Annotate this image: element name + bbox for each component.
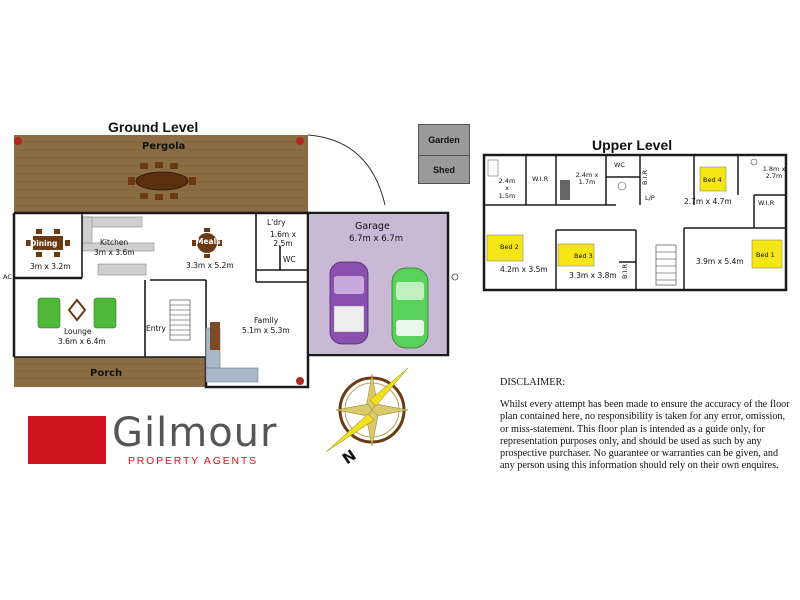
- bed2-label: Bed 2: [500, 243, 519, 251]
- kitchen-size: 3m x 3.6m: [94, 248, 135, 257]
- bath1-size: 2.4m x 1.5m: [498, 177, 516, 200]
- upper-level-title: Upper Level: [592, 137, 673, 153]
- garden-path: [307, 134, 386, 206]
- disclaimer-title: DISCLAIMER:: [500, 377, 566, 388]
- dining-size: 3m x 3.2m: [30, 262, 71, 271]
- disclaimer-body: Whilst every attempt has been made to en…: [500, 399, 790, 472]
- kitchen-label: Kitchen: [100, 238, 129, 247]
- pergola-label: Pergola: [142, 141, 186, 152]
- bath2-size: 2.4m x 1.7m: [575, 171, 599, 187]
- ens-size: 1.8m x 2.7m: [762, 165, 786, 181]
- bed3-bed-icon: [557, 243, 595, 267]
- wir1-label: W.I.R: [532, 175, 549, 183]
- logo-mark: [28, 416, 106, 464]
- plant-icon: [296, 137, 304, 145]
- tv-unit: [210, 322, 220, 350]
- plant-icon: [296, 377, 304, 385]
- wir2-label: W.I.R: [758, 199, 775, 207]
- logo-tagline: PROPERTY AGENTS: [128, 455, 258, 467]
- logo-wordmark: Gilmour: [112, 410, 278, 456]
- bed2-size: 4.2m x 3.5m: [500, 265, 548, 274]
- lp-label: L/P: [645, 194, 655, 202]
- bed2-bed-icon: [486, 234, 524, 262]
- purple-car-icon: [329, 261, 369, 345]
- garage-label: Garage: [355, 221, 390, 232]
- family-label: Family: [254, 316, 279, 325]
- meals-table-icon: [192, 228, 222, 258]
- stairs-icon: [169, 299, 191, 341]
- porch-deck: [14, 357, 206, 387]
- garage-size: 6.7m x 6.7m: [349, 234, 404, 244]
- garden-sign: Garden: [418, 124, 470, 156]
- porch-label: Porch: [90, 368, 123, 379]
- lounge-furniture-icon: [37, 297, 117, 329]
- garage-door-icon: [451, 273, 459, 281]
- family-size: 5.1m x 5.3m: [242, 326, 290, 335]
- shed-sign: Shed: [418, 155, 470, 184]
- pergola-table-icon: [128, 162, 196, 200]
- upper-wc-label: WC: [614, 161, 625, 169]
- green-car-icon: [391, 267, 429, 349]
- bed3-label: Bed 3: [574, 252, 593, 260]
- lounge-label: Lounge: [64, 327, 92, 336]
- disclaimer: DISCLAIMER: Whilst every attempt has bee…: [500, 377, 790, 473]
- bed1-label: Bed 1: [756, 251, 775, 259]
- plant-icon: [14, 137, 22, 145]
- compass-icon: [325, 367, 409, 453]
- bed4-bed-icon: [699, 166, 727, 192]
- bed1-size: 3.9m x 5.4m: [696, 257, 744, 266]
- bir2-label: B.I.R: [621, 264, 629, 280]
- ac-label: AC: [3, 273, 12, 281]
- meals-label: Meals: [196, 237, 221, 246]
- bir1-label: B.I.R: [641, 170, 649, 186]
- laundry-size: 1.6m x 2.5m: [269, 230, 297, 248]
- laundry-label: L'dry: [267, 218, 286, 227]
- wc-label: WC: [283, 255, 296, 264]
- ground-level-title: Ground Level: [108, 119, 199, 135]
- bed4-label: Bed 4: [703, 176, 722, 184]
- bed4-size: 2.7m x 4.7m: [684, 197, 732, 206]
- meals-size: 3.3m x 5.2m: [186, 261, 234, 270]
- dining-label: Dining: [30, 239, 58, 248]
- dining-table-icon: [26, 229, 70, 257]
- bed3-size: 3.3m x 3.8m: [569, 271, 617, 280]
- lounge-size: 3.6m x 6.4m: [58, 337, 106, 346]
- bed1-bed-icon: [751, 239, 783, 269]
- entry-label: Entry: [146, 324, 166, 333]
